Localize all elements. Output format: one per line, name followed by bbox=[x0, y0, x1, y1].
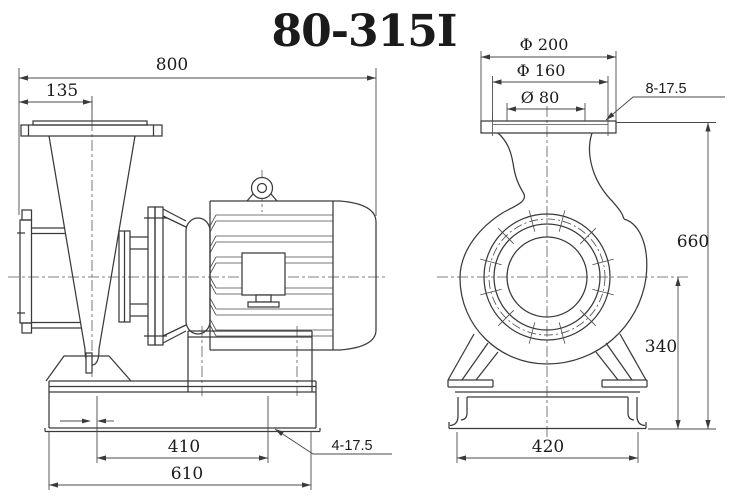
discharge-flange bbox=[20, 120, 163, 137]
support-legs bbox=[447, 333, 648, 388]
flange-bolt-ticks bbox=[480, 210, 614, 344]
base-holes-callout: 4-17.5 bbox=[274, 428, 392, 455]
casing-cover bbox=[118, 206, 167, 346]
left-view: 800 135 410 bbox=[8, 55, 392, 490]
motor bbox=[187, 176, 377, 392]
lifting-eye bbox=[246, 176, 278, 202]
dim-bore-label: Ø 80 bbox=[521, 88, 560, 107]
flange-holes-callout: 8-17.5 bbox=[605, 81, 725, 121]
foot-bolt-slot-pointer bbox=[60, 418, 114, 424]
dim-flange-bolt-circle: Φ 160 bbox=[492, 61, 609, 121]
volute-casing bbox=[459, 132, 648, 365]
baseplate bbox=[44, 380, 321, 433]
dim-suction-to-axis-label: 135 bbox=[46, 81, 78, 101]
dim-flange-od-label: Φ 200 bbox=[520, 35, 569, 54]
dim-overall-length-label: 800 bbox=[156, 55, 188, 75]
pump-foot bbox=[45, 355, 132, 382]
dim-foot-bolt-span: 410 bbox=[96, 396, 269, 463]
base-holes-note-label: 4-17.5 bbox=[331, 438, 372, 454]
dim-overall-length: 800 bbox=[18, 55, 377, 216]
terminal-box bbox=[241, 252, 286, 308]
dim-base-length: 610 bbox=[48, 431, 312, 490]
discharge-cone bbox=[48, 135, 136, 374]
flange-holes-note-label: 8-17.5 bbox=[645, 81, 686, 97]
channel-base bbox=[448, 391, 647, 430]
suction-flange bbox=[17, 209, 82, 334]
left-view-centerlines bbox=[8, 100, 385, 396]
dim-flange-od: Φ 200 bbox=[480, 35, 617, 121]
dim-base-width-label: 420 bbox=[532, 437, 564, 457]
dim-bore: Ø 80 bbox=[506, 88, 586, 121]
dim-axis-height: 340 bbox=[645, 277, 681, 429]
dim-base-width: 420 bbox=[456, 432, 639, 463]
motor-support bbox=[187, 330, 313, 392]
dim-foot-bolt-span-label: 410 bbox=[168, 437, 200, 457]
dim-flange-bolt-circle-label: Φ 160 bbox=[517, 61, 566, 80]
dim-overall-height: 660 bbox=[616, 122, 716, 430]
dim-axis-height-label: 340 bbox=[645, 337, 677, 357]
discharge-flange-end bbox=[480, 118, 617, 136]
dim-base-length-label: 610 bbox=[171, 464, 203, 484]
dim-suction-to-axis: 135 bbox=[19, 81, 93, 120]
dim-overall-height-label: 660 bbox=[677, 232, 709, 252]
drawing-title: 80-315I bbox=[272, 6, 457, 57]
bearing-bracket bbox=[162, 208, 211, 344]
right-view: Φ 200 Φ 160 Ø 80 8-17.5 bbox=[437, 35, 725, 463]
